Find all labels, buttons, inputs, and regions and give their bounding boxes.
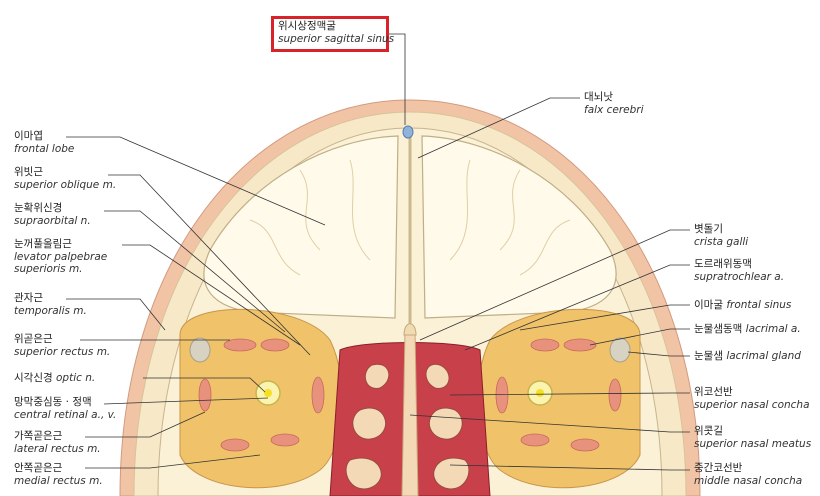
label-en: supraorbital n.	[14, 214, 91, 227]
label-ko: 이마굴	[694, 299, 723, 311]
label-ko: 눈물샘	[694, 350, 723, 362]
label-ko: 망막중심동 · 정맥	[14, 396, 92, 408]
label-en: superior sagittal sinus	[278, 32, 395, 45]
label-en: crista galli	[694, 235, 749, 248]
label-ko: 위콧길	[694, 425, 723, 437]
label-ko: 위시상정맥굴	[278, 20, 336, 32]
label-ko: 볏돌기	[694, 223, 723, 235]
label-levator-palpebrae: 눈꺼풀올림근 levator palpebrae superioris m.	[14, 238, 107, 276]
label-ko: 중간코선반	[694, 462, 743, 474]
label-ko: 위빗근	[14, 166, 43, 178]
label-ko: 시각신경	[14, 372, 53, 384]
label-superior-nasal-meatus: 위콧길 superior nasal meatus	[694, 425, 811, 450]
label-frontal-sinus: 이마굴 frontal sinus	[694, 299, 791, 312]
right-lacrimal-gland	[609, 337, 631, 363]
leader-lines	[66, 33, 690, 471]
label-en: optic n.	[55, 372, 96, 384]
label-ko: 눈확위신경	[14, 202, 63, 214]
label-en: superior nasal concha	[694, 398, 810, 411]
label-ko: 위코선반	[694, 386, 733, 398]
label-en: lacrimal a.	[745, 323, 801, 335]
label-en: lacrimal gland	[726, 350, 801, 362]
label-medial-rectus: 안쪽곧은근 medial rectus m.	[14, 462, 103, 487]
label-ko: 눈물샘동맥	[694, 323, 743, 335]
left-lacrimal-gland	[189, 337, 211, 363]
label-en: superior rectus m.	[14, 345, 111, 358]
label-central-retinal: 망막중심동 · 정맥 central retinal a., v.	[14, 396, 116, 421]
label-en: superior oblique m.	[14, 178, 117, 191]
label-ko: 위곧은근	[14, 333, 53, 345]
label-frontal-lobe: 이마엽 frontal lobe	[14, 130, 74, 155]
label-supratrochlear: 도르래위동맥 supratrochlear a.	[694, 258, 784, 283]
highlight-box	[271, 16, 389, 52]
label-en: central retinal a., v.	[14, 408, 117, 421]
right-frontal-lobe	[421, 135, 617, 319]
label-ko: 관자근	[14, 292, 43, 304]
gyri	[249, 159, 571, 276]
label-en: frontal lobe	[14, 142, 75, 155]
label-superior-rectus: 위곧은근 superior rectus m.	[14, 333, 110, 358]
label-temporalis: 관자근 temporalis m.	[14, 292, 87, 317]
label-ko: 이마엽	[14, 130, 43, 142]
label-lacrimal-gland: 눈물샘 lacrimal gland	[694, 350, 801, 363]
label-lateral-rectus: 가쪽곧은근 lateral rectus m.	[14, 430, 101, 455]
left-orbit-muscles	[198, 338, 325, 452]
nasal-conchae	[345, 363, 470, 490]
label-lacrimal-artery: 눈물샘동맥 lacrimal a.	[694, 323, 801, 336]
label-en: lateral rectus m.	[14, 442, 101, 455]
label-superior-nasal-concha: 위코선반 superior nasal concha	[694, 386, 810, 411]
label-en-2: superioris m.	[14, 263, 83, 275]
label-crista-galli: 볏돌기 crista galli	[694, 223, 748, 248]
label-ko: 도르래위동맥	[694, 258, 752, 270]
label-ko: 대뇌낫	[584, 91, 613, 103]
label-en: middle nasal concha	[694, 474, 803, 487]
label-en: falx cerebri	[584, 103, 644, 116]
crista-galli	[403, 323, 417, 336]
label-en: frontal sinus	[726, 299, 792, 311]
label-optic-nerve: 시각신경 optic n.	[14, 372, 95, 385]
label-superior-sagittal-sinus: 위시상정맥굴 superior sagittal sinus	[278, 20, 394, 45]
label-en: supratrochlear a.	[694, 270, 785, 283]
right-central-retinal-vessel	[536, 389, 544, 397]
label-en: levator palpebrae	[14, 250, 108, 263]
right-orbit-muscles	[495, 338, 622, 452]
nasal-septum	[401, 329, 419, 496]
label-supraorbital-nerve: 눈확위신경 supraorbital n.	[14, 202, 91, 227]
superior-sagittal-sinus	[402, 125, 414, 139]
label-falx-cerebri: 대뇌낫 falx cerebri	[584, 91, 644, 116]
label-ko: 눈꺼풀올림근	[14, 238, 72, 250]
label-ko: 안쪽곧은근	[14, 462, 63, 474]
left-central-retinal-vessel	[264, 389, 272, 397]
label-ko: 가쪽곧은근	[14, 430, 63, 442]
label-superior-oblique: 위빗근 superior oblique m.	[14, 166, 116, 191]
label-en: superior nasal meatus	[694, 437, 812, 450]
left-frontal-lobe	[203, 135, 399, 319]
label-en: temporalis m.	[14, 304, 87, 317]
label-en: medial rectus m.	[14, 474, 103, 487]
label-middle-nasal-concha: 중간코선반 middle nasal concha	[694, 462, 802, 487]
